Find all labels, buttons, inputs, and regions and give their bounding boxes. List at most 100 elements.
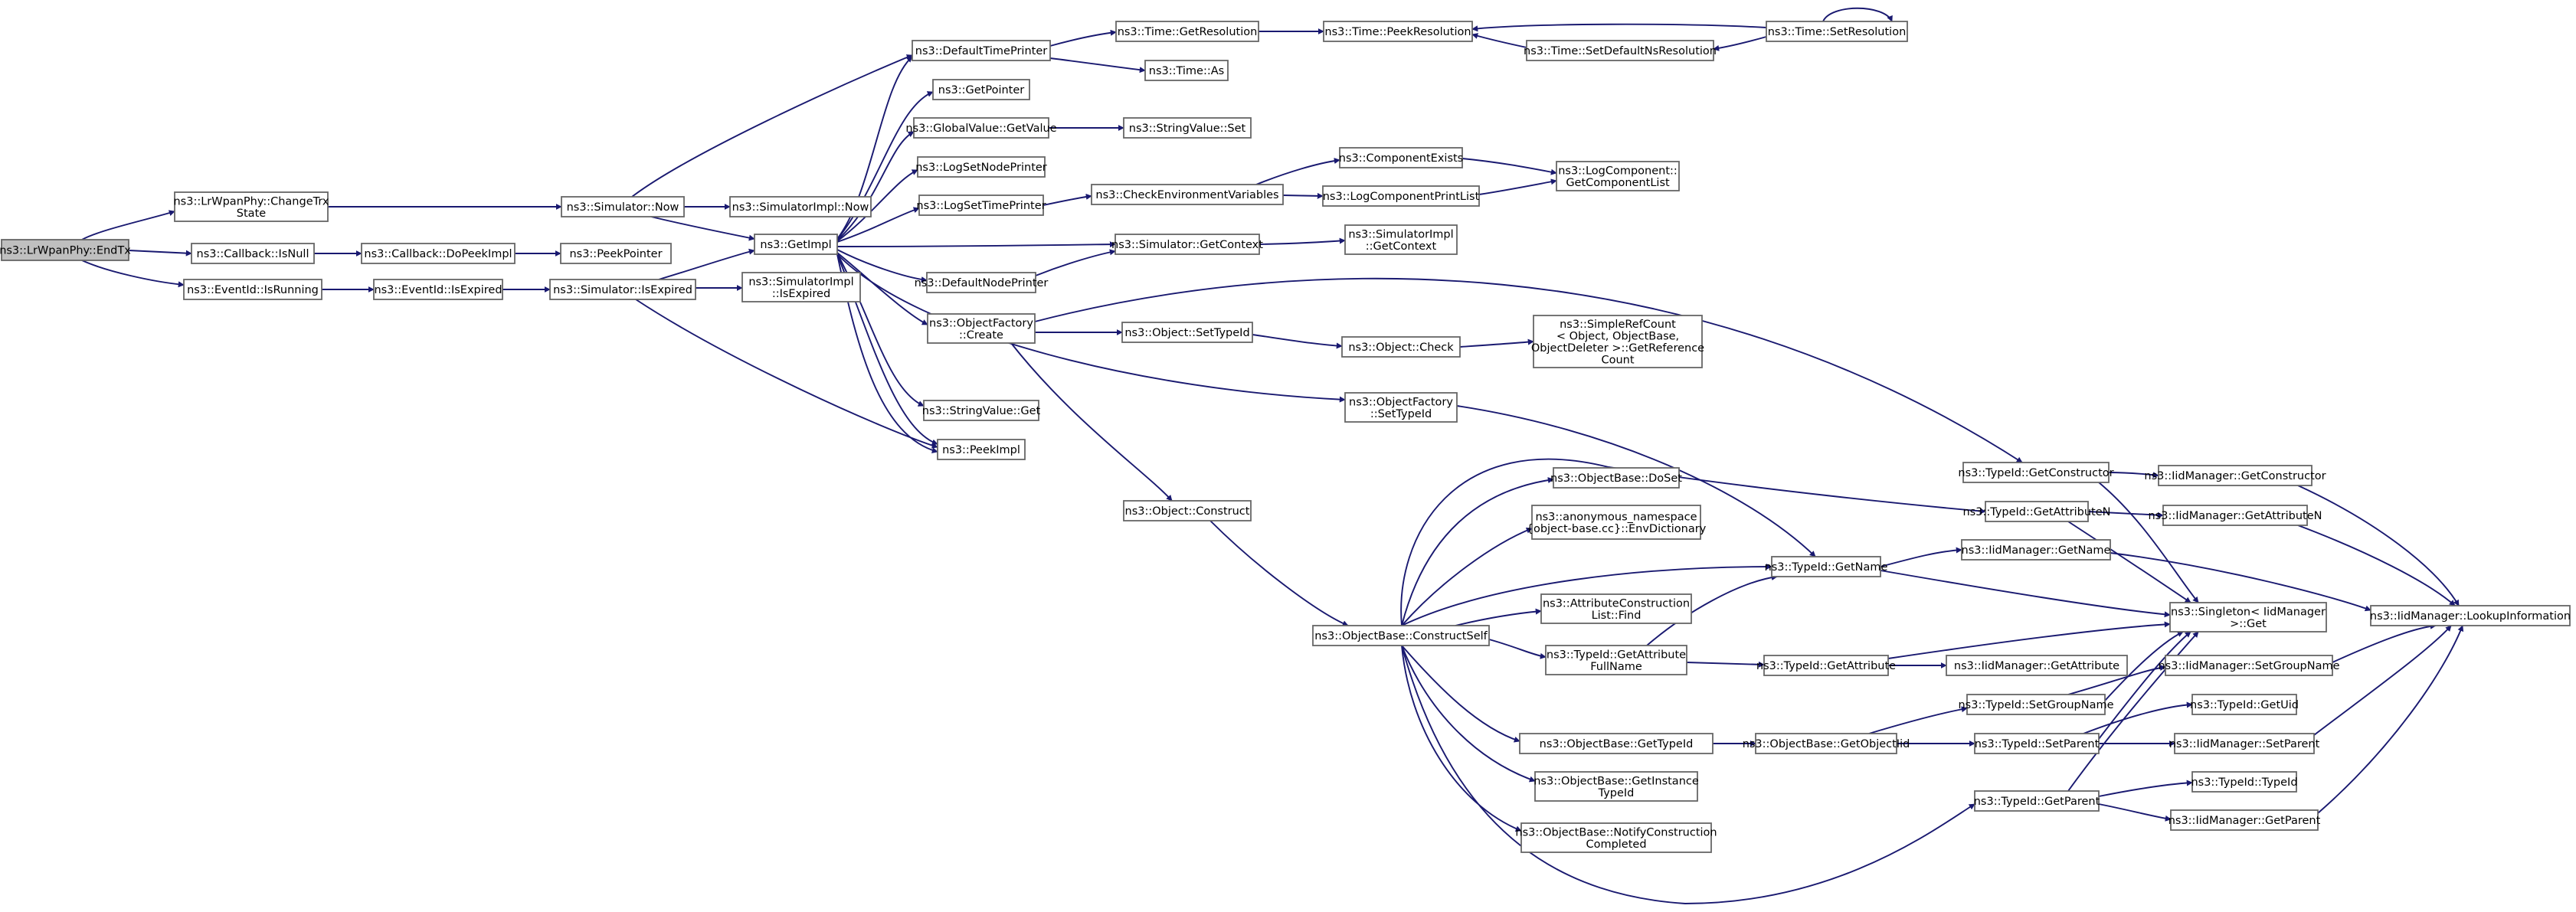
- function-node-n12[interactable]: ns3::SimulatorImpl::IsExpired: [741, 272, 861, 302]
- function-node-n10[interactable]: ns3::PeekPointer: [560, 243, 672, 264]
- function-node-n27[interactable]: ns3::StringValue::Set: [1123, 117, 1252, 139]
- function-node-n63[interactable]: ns3::TypeId::TypeId: [2191, 771, 2298, 793]
- function-node-n22[interactable]: ns3::Time::GetResolution: [1115, 21, 1259, 42]
- function-node-n26[interactable]: ns3::Time::SetResolution: [1766, 21, 1908, 42]
- node-box: [1531, 505, 1701, 540]
- function-node-n14[interactable]: ns3::GetPointer: [932, 79, 1030, 100]
- function-node-n46[interactable]: ns3::ObjectBase::NotifyConstructionCompl…: [1515, 822, 1717, 853]
- function-node-n60[interactable]: ns3::IidManager::SetGroupName: [2158, 655, 2340, 676]
- function-node-n13[interactable]: ns3::DefaultTimePrinter: [912, 40, 1051, 61]
- function-node-n33[interactable]: ns3::SimulatorImpl::GetContext: [1344, 224, 1458, 255]
- function-node-n51[interactable]: ns3::TypeId::GetAttributeN: [1962, 501, 2111, 522]
- node-label: ns3::LogSetTimePrinter: [916, 200, 1046, 212]
- node-label: ::IsExpired: [772, 288, 830, 300]
- function-node-n29[interactable]: ns3::ComponentExists: [1339, 147, 1464, 168]
- node-box: [373, 279, 503, 300]
- node-label: ns3::StringValue::Get: [922, 405, 1041, 417]
- function-node-n36[interactable]: ns3::SimpleRefCount< Object, ObjectBase,…: [1531, 315, 1704, 368]
- function-node-n8[interactable]: ns3::SimulatorImpl::Now: [729, 196, 872, 217]
- node-box: [1344, 224, 1458, 255]
- call-edge-n39-to-n44: [1401, 645, 1520, 743]
- function-node-n41[interactable]: ns3::anonymous_namespace{object-base.cc}…: [1527, 505, 1707, 540]
- node-label: ns3::TypeId::GetAttributeN: [1962, 506, 2110, 518]
- function-node-n61[interactable]: ns3::TypeId::GetUid: [2190, 694, 2299, 715]
- node-box: [1144, 60, 1229, 81]
- call-edge-n9-to-n37: [836, 253, 1346, 403]
- call-edge-n55-to-n61: [2083, 701, 2193, 734]
- node-label: ns3::IidManager::SetParent: [2169, 738, 2320, 750]
- function-node-n56[interactable]: ns3::TypeId::GetParent: [1974, 790, 2100, 812]
- function-node-n57[interactable]: ns3::IidManager::GetConstructor: [2144, 465, 2326, 486]
- call-edge-n51-to-n58: [2087, 511, 2164, 518]
- function-node-n16[interactable]: ns3::LogSetNodePrinter: [915, 156, 1047, 178]
- call-edge-n29-to-n31: [1461, 158, 1557, 175]
- function-node-n17[interactable]: ns3::LogSetTimePrinter: [916, 194, 1046, 216]
- function-node-n47[interactable]: ns3::TypeId::GetName: [1765, 556, 1888, 577]
- call-edges: [81, 7, 2464, 904]
- node-box: [1553, 467, 1680, 489]
- function-node-n49[interactable]: ns3::ObjectBase::GetObjectIid: [1743, 733, 1910, 754]
- function-node-n15[interactable]: ns3::GlobalValue::GetValue: [905, 117, 1057, 139]
- function-node-n20[interactable]: ns3::StringValue::Get: [922, 400, 1041, 421]
- node-box: [1766, 21, 1908, 42]
- node-box: [1323, 21, 1473, 42]
- function-node-n21[interactable]: ns3::PeekImpl: [937, 439, 1026, 460]
- function-node-n59[interactable]: ns3::Singleton< IidManager>::Get: [2169, 602, 2327, 633]
- function-node-n7[interactable]: ns3::EventId::IsExpired: [373, 279, 503, 300]
- function-node-n9[interactable]: ns3::GetImpl: [754, 234, 838, 255]
- function-node-n65[interactable]: ns3::IidManager::LookupInformation: [2370, 605, 2571, 626]
- function-node-n53[interactable]: ns3::IidManager::GetAttribute: [1946, 655, 2128, 676]
- function-node-n50[interactable]: ns3::TypeId::GetConstructor: [1958, 462, 2114, 483]
- function-node-n5[interactable]: ns3::Simulator::Now: [561, 196, 685, 217]
- call-edge-n32-to-n33: [1259, 237, 1346, 245]
- node-label: FullName: [1590, 661, 1642, 673]
- function-node-n62[interactable]: ns3::IidManager::SetParent: [2169, 733, 2320, 754]
- function-node-n52[interactable]: ns3::IidManager::GetName: [1961, 539, 2111, 561]
- function-node-n28[interactable]: ns3::CheckEnvironmentVariables: [1091, 184, 1284, 205]
- node-label: ns3::SimulatorImpl: [1348, 228, 1453, 240]
- call-edge-n9-to-n16: [836, 169, 918, 242]
- node-box: [932, 79, 1030, 100]
- node-label: ns3::Singleton< IidManager: [2171, 606, 2326, 618]
- function-node-n48[interactable]: ns3::TypeId::GetAttribute: [1756, 655, 1896, 676]
- function-node-n4[interactable]: ns3::EventId::IsRunning: [183, 279, 322, 300]
- node-label: ns3::Time::GetResolution: [1118, 26, 1258, 38]
- function-node-n23[interactable]: ns3::Time::As: [1144, 60, 1229, 81]
- function-node-n44[interactable]: ns3::ObjectBase::GetTypeId: [1519, 733, 1714, 754]
- function-node-n38[interactable]: ns3::Object::Construct: [1123, 500, 1252, 521]
- function-node-n34[interactable]: ns3::Object::SetTypeId: [1121, 322, 1253, 343]
- node-label: ns3::LogComponentPrintList: [1323, 191, 1480, 203]
- function-node-n54[interactable]: ns3::TypeId::SetGroupName: [1958, 694, 2114, 715]
- node-label: ns3::Time::SetDefaultNsResolution: [1524, 45, 1717, 57]
- node-box: [2174, 733, 2315, 754]
- function-node-n39[interactable]: ns3::ObjectBase::ConstructSelf: [1312, 625, 1490, 646]
- function-node-n58[interactable]: ns3::IidManager::GetAttributeN: [2148, 505, 2322, 526]
- function-node-n32[interactable]: ns3::Simulator::GetContext: [1111, 234, 1263, 255]
- function-node-n1[interactable]: ns3::LrWpanPhy::EndTx: [0, 239, 131, 261]
- function-node-n35[interactable]: ns3::Object::Check: [1341, 336, 1461, 358]
- function-node-n37[interactable]: ns3::ObjectFactory::SetTypeId: [1344, 392, 1458, 423]
- node-box: [1974, 733, 2100, 754]
- function-node-n25[interactable]: ns3::Time::SetDefaultNsResolution: [1524, 40, 1717, 61]
- function-node-n11[interactable]: ns3::Simulator::IsExpired: [549, 279, 696, 300]
- node-box: [927, 313, 1036, 344]
- function-node-n64[interactable]: ns3::IidManager::GetParent: [2168, 809, 2321, 831]
- function-node-n6[interactable]: ns3::Callback::DoPeekImpl: [361, 243, 516, 264]
- function-node-n19[interactable]: ns3::ObjectFactory::Create: [927, 313, 1036, 344]
- function-node-n24[interactable]: ns3::Time::PeekResolution: [1323, 21, 1473, 42]
- node-label: ns3::GetPointer: [938, 84, 1025, 96]
- function-node-n55[interactable]: ns3::TypeId::SetParent: [1974, 733, 2100, 754]
- function-node-n40[interactable]: ns3::ObjectBase::DoSet: [1550, 467, 1682, 489]
- function-node-n3[interactable]: ns3::Callback::IsNull: [191, 243, 315, 264]
- function-node-n18[interactable]: ns3::DefaultNodePrinter: [915, 272, 1049, 293]
- function-node-n30[interactable]: ns3::LogComponentPrintList: [1322, 185, 1480, 207]
- function-node-n31[interactable]: ns3::LogComponent::GetComponentList: [1556, 161, 1680, 191]
- call-edge-n39-to-n46: [1401, 645, 1522, 832]
- node-box: [754, 234, 838, 255]
- call-edge-n64-to-n65: [2317, 625, 2464, 814]
- call-edge-n43-to-n47: [1646, 574, 1778, 646]
